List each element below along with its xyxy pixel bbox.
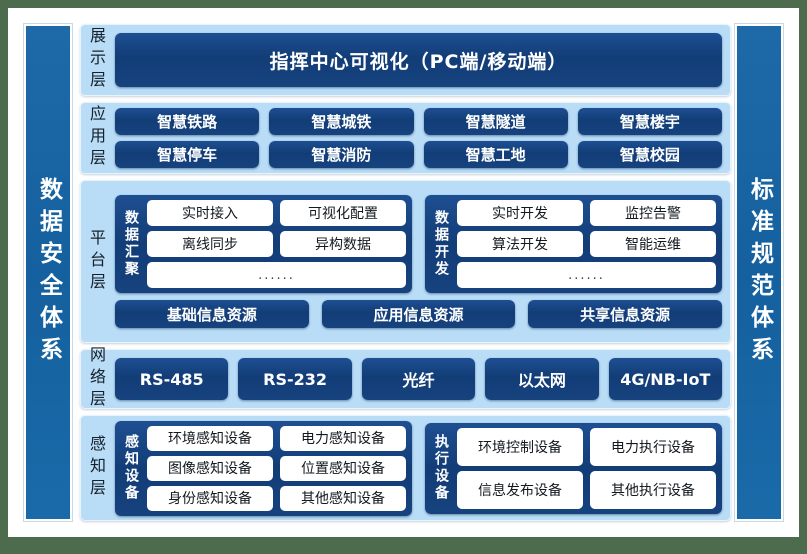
layer-presentation: 展示层 指挥中心可视化（PC端/移动端） xyxy=(80,24,731,96)
sensing-group-sensors-title: 感知设备 xyxy=(123,434,139,502)
cell-location-sensor[interactable]: 位置感知设备 xyxy=(280,455,406,481)
sensing-group-sensors-title-box: 感知设备 xyxy=(120,426,142,511)
app-chip-smart-parking[interactable]: 智慧停车 xyxy=(115,141,260,168)
platform-group-data-development: 数据开发 实时开发 监控告警 算法开发 智能运维 ...... xyxy=(425,195,722,293)
net-chip-4g-nbiot[interactable]: 4G/NB-IoT xyxy=(608,358,722,400)
cell-other-actuator-device[interactable]: 其他执行设备 xyxy=(590,470,716,509)
pillar-data-security-label: 数据安全体系 xyxy=(35,176,62,369)
platform-group-data-aggregation-cells: 实时接入 可视化配置 离线同步 异构数据 ...... xyxy=(147,200,406,288)
sensing-groups: 感知设备 环境感知设备 电力感知设备 图像感知设备 位置感知设备 身份感知设备 … xyxy=(115,420,722,516)
layer-platform-label-box: 平台层 xyxy=(81,181,111,342)
net-chip-fiber[interactable]: 光纤 xyxy=(361,358,476,400)
platform-group-data-development-title-box: 数据开发 xyxy=(430,200,452,288)
layer-platform: 平台层 数据汇聚 实时接入 可视化配置 xyxy=(80,180,731,343)
presentation-banner[interactable]: 指挥中心可视化（PC端/移动端） xyxy=(115,33,722,87)
cell-offline-sync[interactable]: 离线同步 xyxy=(147,231,273,257)
platform-groups: 数据汇聚 实时接入 可视化配置 离线同步 异构数据 ...... xyxy=(115,195,722,293)
layer-network-body: RS-485 RS-232 光纤 以太网 4G/NB-IoT xyxy=(111,350,730,408)
cell-heterogeneous-data[interactable]: 异构数据 xyxy=(280,231,406,257)
platform-wrap: 数据汇聚 实时接入 可视化配置 离线同步 异构数据 ...... xyxy=(115,187,722,336)
platform-group-data-aggregation-title-box: 数据汇聚 xyxy=(120,200,142,288)
platform-resource-row: 基础信息资源 应用信息资源 共享信息资源 xyxy=(115,300,722,328)
application-grid: 智慧铁路 智慧城铁 智慧隧道 智慧楼宇 智慧停车 智慧消防 智慧工地 智慧校园 xyxy=(115,108,722,168)
cell-environment-control-device[interactable]: 环境控制设备 xyxy=(457,427,583,466)
layer-network: 网络层 RS-485 RS-232 光纤 以太网 4G/NB-IoT xyxy=(80,346,731,412)
layer-network-label: 网络层 xyxy=(87,346,106,412)
app-chip-smart-building[interactable]: 智慧楼宇 xyxy=(577,108,722,135)
layer-application: 应用层 智慧铁路 智慧城铁 智慧隧道 智慧楼宇 智慧停车 智慧消防 智慧工地 智… xyxy=(80,102,731,174)
network-row: RS-485 RS-232 光纤 以太网 4G/NB-IoT xyxy=(115,358,722,400)
layer-sensing-label-box: 感知层 xyxy=(81,416,111,520)
platform-group-data-development-cells: 实时开发 监控告警 算法开发 智能运维 ...... xyxy=(457,200,716,288)
app-chip-smart-firefighting[interactable]: 智慧消防 xyxy=(269,141,414,168)
sensing-group-actuators-title: 执行设备 xyxy=(433,434,449,502)
cell-visual-config[interactable]: 可视化配置 xyxy=(280,200,406,226)
app-chip-smart-construction-site[interactable]: 智慧工地 xyxy=(423,141,568,168)
layer-stack: 展示层 指挥中心可视化（PC端/移动端） 应用层 智慧铁路 智慧城铁 智慧隧道 … xyxy=(80,24,731,521)
layer-application-label-box: 应用层 xyxy=(81,103,111,173)
layer-presentation-label-box: 展示层 xyxy=(81,25,111,95)
resource-chip-basic-info[interactable]: 基础信息资源 xyxy=(115,300,309,328)
layer-sensing-body: 感知设备 环境感知设备 电力感知设备 图像感知设备 位置感知设备 身份感知设备 … xyxy=(111,416,730,520)
layer-application-body: 智慧铁路 智慧城铁 智慧隧道 智慧楼宇 智慧停车 智慧消防 智慧工地 智慧校园 xyxy=(111,103,730,173)
pillar-standards: 标准规范体系 xyxy=(735,24,783,521)
platform-group-data-development-title: 数据开发 xyxy=(433,210,449,278)
layer-platform-body: 数据汇聚 实时接入 可视化配置 离线同步 异构数据 ...... xyxy=(111,181,730,342)
cell-data-development-more[interactable]: ...... xyxy=(457,262,716,288)
app-chip-smart-tunnel[interactable]: 智慧隧道 xyxy=(423,108,568,135)
cell-algorithm-development[interactable]: 算法开发 xyxy=(457,231,583,257)
app-chip-smart-metro[interactable]: 智慧城铁 xyxy=(269,108,414,135)
pillar-standards-label: 标准规范体系 xyxy=(746,176,773,369)
layer-platform-label: 平台层 xyxy=(87,228,106,295)
app-chip-smart-campus[interactable]: 智慧校园 xyxy=(577,141,722,168)
cell-power-actuator-device[interactable]: 电力执行设备 xyxy=(590,427,716,466)
platform-group-data-aggregation-title: 数据汇聚 xyxy=(123,210,139,278)
resource-chip-application-info[interactable]: 应用信息资源 xyxy=(321,300,516,328)
cell-intelligent-ops[interactable]: 智能运维 xyxy=(590,231,716,257)
cell-other-sensor[interactable]: 其他感知设备 xyxy=(280,485,406,511)
layer-application-label: 应用层 xyxy=(87,105,106,171)
app-chip-smart-railway[interactable]: 智慧铁路 xyxy=(115,108,260,135)
net-chip-rs232[interactable]: RS-232 xyxy=(238,358,352,400)
net-chip-rs485[interactable]: RS-485 xyxy=(115,358,229,400)
layer-presentation-label: 展示层 xyxy=(87,27,106,93)
cell-power-sensor[interactable]: 电力感知设备 xyxy=(280,425,406,451)
sensing-group-actuators: 执行设备 环境控制设备 电力执行设备 信息发布设备 其他执行设备 xyxy=(425,422,722,514)
cell-monitoring-alarm[interactable]: 监控告警 xyxy=(590,200,716,226)
diagram-canvas: 数据安全体系 标准规范体系 展示层 指挥中心可视化（PC端/移动端） 应用层 xyxy=(8,8,799,537)
layer-network-label-box: 网络层 xyxy=(81,346,111,412)
sensing-group-actuators-title-box: 执行设备 xyxy=(430,428,452,509)
cell-environment-sensor[interactable]: 环境感知设备 xyxy=(147,425,273,451)
layer-presentation-body: 指挥中心可视化（PC端/移动端） xyxy=(111,25,730,95)
cell-realtime-development[interactable]: 实时开发 xyxy=(457,200,583,226)
sensing-group-sensors: 感知设备 环境感知设备 电力感知设备 图像感知设备 位置感知设备 身份感知设备 … xyxy=(115,420,412,516)
cell-info-publish-device[interactable]: 信息发布设备 xyxy=(457,470,583,509)
cell-data-aggregation-more[interactable]: ...... xyxy=(147,262,406,288)
layer-sensing: 感知层 感知设备 环境感知设备 电力感知设备 图像感知设备 位置 xyxy=(80,415,731,521)
resource-chip-shared-info[interactable]: 共享信息资源 xyxy=(528,300,722,328)
cell-identity-sensor[interactable]: 身份感知设备 xyxy=(147,485,273,511)
layer-sensing-label: 感知层 xyxy=(87,435,106,501)
net-chip-ethernet[interactable]: 以太网 xyxy=(485,358,599,400)
platform-group-data-aggregation: 数据汇聚 实时接入 可视化配置 离线同步 异构数据 ...... xyxy=(115,195,412,293)
cell-realtime-ingest[interactable]: 实时接入 xyxy=(147,200,273,226)
sensing-group-sensors-cells: 环境感知设备 电力感知设备 图像感知设备 位置感知设备 身份感知设备 其他感知设… xyxy=(147,425,406,511)
cell-image-sensor[interactable]: 图像感知设备 xyxy=(147,455,273,481)
pillar-data-security: 数据安全体系 xyxy=(24,24,72,521)
sensing-group-actuators-cells: 环境控制设备 电力执行设备 信息发布设备 其他执行设备 xyxy=(457,427,716,509)
